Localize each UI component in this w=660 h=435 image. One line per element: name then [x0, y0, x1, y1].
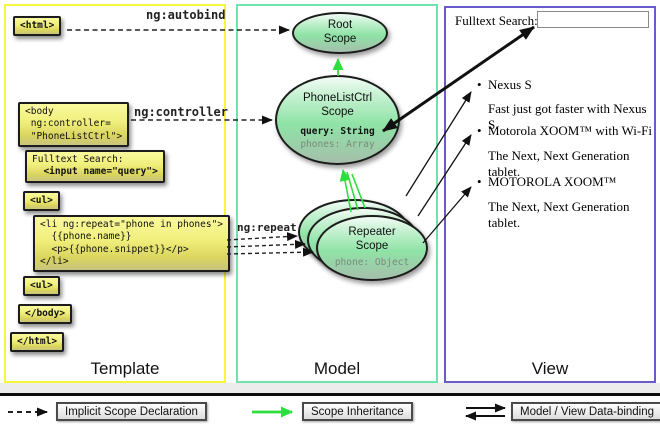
- code-li-repeat: <li ng:repeat="phone in phones"> {{phone…: [33, 215, 231, 273]
- legend-model-view-data-binding: Model / View Data-binding: [511, 402, 660, 421]
- ng-autobind-label: ng:autobind: [146, 8, 226, 22]
- code-body-close: </body>: [18, 304, 73, 325]
- phonelistctrl-scope-ellipse: PhoneListCtrl Scope query: String phones…: [275, 75, 400, 165]
- view-item-title: •MOTOROLA XOOM™: [477, 174, 617, 189]
- template-column-frame: [4, 4, 226, 383]
- code-input-query: <input name="query">: [32, 166, 158, 178]
- root-scope-title: Root Scope: [323, 19, 357, 45]
- model-column-frame: [236, 4, 438, 383]
- code-html-close: </html>: [10, 332, 65, 353]
- bullet-icon: •: [477, 77, 482, 92]
- code-html-open: <html>: [13, 16, 62, 37]
- code-body-open: <body ng:controller= "PhoneListCtrl">: [18, 102, 130, 148]
- legend-separator-line: [0, 393, 660, 396]
- repeater-scope-title: Repeater Scope: [348, 226, 396, 253]
- view-fulltext-search-label: Fulltext Search:: [455, 13, 538, 28]
- legend-scope-inheritance: Scope Inheritance: [302, 402, 413, 421]
- root-scope-ellipse: Root Scope: [292, 12, 388, 54]
- view-column-label: View: [531, 359, 569, 378]
- model-column-label: Model: [313, 359, 361, 378]
- view-item-snippet: The Next, Next Generation tablet.: [488, 148, 630, 179]
- phonelistctrl-prop-phones: phones: Array: [300, 138, 375, 150]
- view-column-frame: [444, 6, 656, 383]
- code-ul-1: <ul>: [23, 191, 60, 212]
- phonelistctrl-scope-title: PhoneListCtrl Scope: [302, 92, 373, 119]
- code-fulltext-search: Fulltext Search: <input name="query">: [25, 150, 165, 183]
- view-item-snippet: The Next, Next Generation tablet.: [488, 199, 630, 230]
- code-fulltext-label: Fulltext Search:: [32, 154, 124, 165]
- view-item-title: •Motorola XOOM™ with Wi-Fi: [477, 123, 653, 138]
- template-column-label: Template: [90, 359, 160, 378]
- bottom-gray-band: [0, 383, 660, 394]
- ng-controller-label: ng:controller: [134, 105, 228, 119]
- bullet-icon: •: [477, 123, 482, 138]
- phonelistctrl-prop-query: query: String: [300, 125, 375, 137]
- repeater-prop-phone: phone: Object: [334, 256, 410, 268]
- view-item-title: •Nexus S: [477, 77, 532, 92]
- legend-implicit-scope-declaration: Implicit Scope Declaration: [56, 402, 207, 421]
- ng-repeat-label: ng:repeat: [237, 221, 297, 234]
- repeater-scope-ellipse: Repeater Scope phone: Object: [316, 215, 428, 281]
- code-ul-2: <ul>: [23, 276, 60, 297]
- fulltext-search-input[interactable]: [537, 11, 649, 28]
- bullet-icon: •: [477, 174, 482, 189]
